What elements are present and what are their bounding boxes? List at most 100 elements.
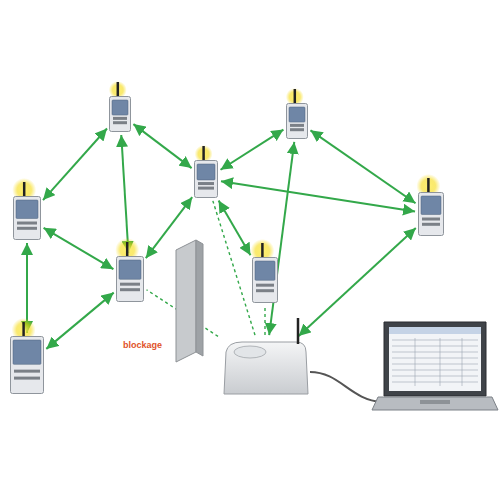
laptop-computer xyxy=(389,327,481,334)
laptop-computer xyxy=(392,370,478,371)
device-outline xyxy=(10,336,44,394)
sensor-device xyxy=(10,336,44,394)
laptop-computer xyxy=(372,322,498,410)
radio-link xyxy=(43,129,107,201)
laptop-computer xyxy=(384,322,486,396)
sensor-device xyxy=(286,103,308,139)
device-outline xyxy=(194,160,218,198)
sensor-body xyxy=(419,193,444,236)
laptop-computer xyxy=(440,338,441,386)
laptop-computer xyxy=(392,364,478,365)
sensor-screen xyxy=(119,260,141,279)
sensor-body xyxy=(253,258,278,303)
sensor-device xyxy=(194,160,218,198)
antenna xyxy=(297,318,300,344)
antenna xyxy=(23,182,26,198)
sensor-marking xyxy=(14,377,40,380)
sensor-marking xyxy=(198,182,214,185)
sensor-body xyxy=(195,161,218,198)
device-outline xyxy=(116,256,144,302)
sensor-marking xyxy=(256,284,274,287)
sensor-screen xyxy=(255,261,275,280)
blockage-wall xyxy=(196,240,203,356)
sensor-marking xyxy=(17,227,37,230)
device-outline xyxy=(252,257,278,303)
laptop-computer xyxy=(389,327,481,391)
sensor-marking xyxy=(256,289,274,292)
sensor-screen xyxy=(16,200,38,218)
sensor-device xyxy=(13,196,41,240)
antenna xyxy=(427,178,430,194)
antenna xyxy=(22,322,25,338)
antenna xyxy=(261,243,264,259)
radio-link xyxy=(299,228,416,336)
sensor-device xyxy=(109,96,131,132)
cable xyxy=(310,372,382,402)
sensor-marking xyxy=(113,121,127,124)
antenna xyxy=(294,89,297,105)
radio-link xyxy=(46,293,113,349)
antenna xyxy=(202,146,205,162)
laptop-computer xyxy=(372,397,498,410)
laptop-computer xyxy=(392,376,478,377)
laptop-computer xyxy=(392,382,478,383)
sensor-marking xyxy=(290,128,304,131)
sensor-device xyxy=(116,256,144,302)
radio-link xyxy=(121,135,128,253)
sensor-body xyxy=(117,257,144,302)
sensor-marking xyxy=(120,283,140,286)
laptop-computer xyxy=(392,352,478,353)
sensor-marking xyxy=(422,223,440,226)
sensor-marking xyxy=(17,222,37,225)
blocked-radio-link xyxy=(213,201,255,335)
sensor-body xyxy=(110,97,131,132)
sensor-marking xyxy=(113,117,127,120)
sensor-marking xyxy=(14,370,40,373)
sensor-screen xyxy=(13,340,41,364)
laptop-computer xyxy=(392,338,478,386)
radio-link xyxy=(221,181,415,211)
blockage-wall xyxy=(176,240,203,362)
blocked-radio-link xyxy=(264,306,265,335)
laptop-computer xyxy=(462,338,463,386)
sensor-marking xyxy=(422,218,440,221)
laptop-computer xyxy=(415,338,416,386)
radio-link xyxy=(133,124,191,168)
sensor-screen xyxy=(112,100,128,115)
callout-label: blockage xyxy=(122,340,163,350)
device-outline xyxy=(109,96,131,132)
laptop-computer xyxy=(392,346,478,347)
radio-link xyxy=(44,228,114,269)
sensor-screen xyxy=(421,196,441,214)
laptop-computer xyxy=(392,358,478,359)
sensor-device xyxy=(252,257,278,303)
sensor-screen xyxy=(197,164,215,180)
sensor-marking xyxy=(290,124,304,127)
sensor-screen xyxy=(289,107,305,122)
blockage-wall xyxy=(176,240,196,362)
antenna xyxy=(117,82,120,98)
laptop-computer xyxy=(420,400,450,404)
radio-link xyxy=(269,142,294,335)
base-station-top xyxy=(234,346,266,358)
device-outline xyxy=(286,103,308,139)
sensor-marking xyxy=(198,187,214,190)
base-station-body xyxy=(224,342,308,394)
radio-link xyxy=(219,201,251,256)
sensor-body xyxy=(287,104,308,139)
device-outline xyxy=(13,196,41,240)
device-outline xyxy=(418,192,444,236)
laptop-computer xyxy=(392,340,478,341)
sensor-body xyxy=(14,197,41,240)
sensor-body xyxy=(11,337,44,394)
radio-link xyxy=(310,130,415,203)
antenna xyxy=(126,242,129,258)
cable xyxy=(310,372,382,402)
sensor-marking xyxy=(120,288,140,291)
radio-link xyxy=(221,130,284,170)
sensor-device xyxy=(418,192,444,236)
